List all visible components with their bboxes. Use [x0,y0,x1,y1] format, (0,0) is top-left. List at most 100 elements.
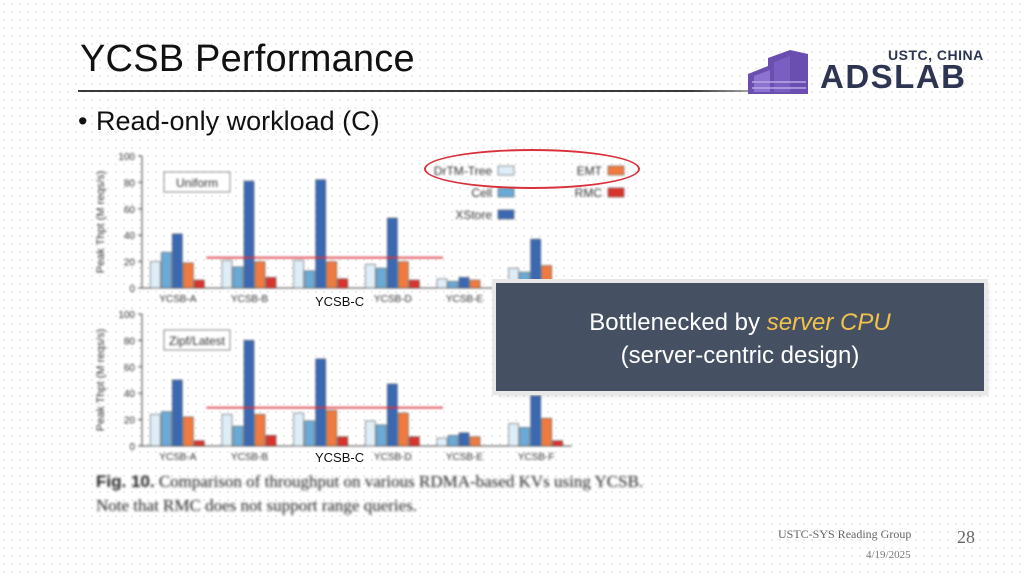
bar-cell-ycsb-a [161,252,172,289]
bar-emt-ycsb-e [469,436,481,447]
callout-highlight: server CPU [766,309,891,336]
bar-xstore-ycsb-d [387,217,398,289]
bar-drtm-tree-ycsb-d [365,420,376,447]
y-tick-label: 20 [124,258,136,269]
logo-main-text: ADSLAB [820,58,967,95]
bar-cell-ycsb-d [376,424,387,447]
y-tick-label: 40 [124,231,136,242]
bar-xstore-ycsb-d [387,383,398,447]
panel-label-box [163,171,231,193]
ycsb-c-label-top: YCSB-C [313,294,367,309]
bar-xstore-ycsb-f [530,395,541,447]
bar-cell-ycsb-d [376,267,387,289]
bullet-item: •Read-only workload (C) [78,106,380,137]
bar-emt-ycsb-a [183,262,194,289]
bar-rmc-ycsb-c [337,278,348,289]
x-tick-label: YCSB-F [518,452,555,463]
bar-xstore-ycsb-a [172,233,183,289]
y-tick-label: 40 [124,389,136,400]
x-tick-label: YCSB-A [159,452,197,463]
ycsb-c-label-bottom: YCSB-C [313,450,367,465]
bar-cell-ycsb-b [232,266,244,289]
bar-cell-ycsb-c [304,270,315,289]
callout-line-1: Bottlenecked by server CPU [496,306,984,339]
x-tick-label: YCSB-E [446,294,484,305]
bar-emt-ycsb-e [469,279,481,289]
bar-cell-ycsb-b [232,425,244,447]
callout-line-2: (server-centric design) [620,342,860,369]
bar-emt-ycsb-c [326,410,337,447]
callout-prefix: Bottlenecked by [589,309,767,336]
bar-drtm-tree-ycsb-f [508,423,519,447]
logo-top-text: USTC, CHINA [888,47,984,63]
legend-swatch-cell [497,187,515,198]
x-tick-label: YCSB-E [446,452,484,463]
footer-group: USTC-SYS Reading Group [778,527,912,541]
bar-drtm-tree-ycsb-e [436,278,448,289]
bar-cell-ycsb-e [447,281,459,289]
panel-label-box [163,329,231,351]
bar-drtm-tree-ycsb-b [221,414,233,447]
legend-highlight-oval [424,149,640,189]
bar-rmc-ycsb-b [265,277,277,289]
bar-xstore-ycsb-c [315,358,326,447]
x-tick-label: YCSB-D [374,294,412,305]
legend-label: XStore [455,208,492,222]
legend-label: Cell [471,186,492,200]
y-tick-label: 100 [118,152,135,163]
bar-drtm-tree-ycsb-a [150,261,161,289]
bar-xstore-ycsb-b [243,340,255,447]
bar-rmc-ycsb-f [552,440,563,447]
bar-rmc-ycsb-b [265,435,277,447]
y-tick-label: 60 [124,205,136,216]
y-tick-label: 60 [124,363,136,374]
bar-cell-ycsb-f [519,427,530,447]
y-tick-label: 20 [124,416,136,427]
footer-date: 4/19/2025 [866,549,911,561]
y-tick-label: 80 [124,336,136,347]
bar-emt-ycsb-a [183,416,194,447]
y-tick-label: 0 [129,442,135,453]
legend-swatch-rmc [607,187,625,198]
bar-drtm-tree-ycsb-d [365,263,376,289]
bar-emt-ycsb-f [541,417,552,447]
bar-cell-ycsb-e [447,435,459,447]
bar-cell-ycsb-c [304,420,315,447]
slide-title: YCSB Performance [80,38,415,80]
bullet-dot-icon: • [78,106,88,136]
bar-xstore-ycsb-e [458,432,470,447]
x-tick-label: YCSB-A [159,294,197,305]
bar-xstore-ycsb-a [172,379,183,447]
legend-swatch-xstore [497,209,515,220]
bar-drtm-tree-ycsb-c [293,259,304,289]
figure-caption: Fig. 10. Comparison of throughput on var… [96,470,656,518]
bar-rmc-ycsb-d [409,279,420,289]
y-tick-label: 80 [124,178,136,189]
bar-rmc-ycsb-c [337,436,348,447]
legend-label: RMC [575,186,603,200]
panel-label: Uniform [176,176,218,190]
page-number: 28 [957,527,975,547]
adslab-logo [748,50,808,94]
title-divider [78,90,800,92]
bar-emt-ycsb-b [254,414,266,447]
bar-xstore-ycsb-b [243,180,255,289]
bar-emt-ycsb-c [326,261,337,289]
bar-drtm-tree-ycsb-c [293,412,304,447]
caption-fig-number: Fig. 10. [96,472,155,491]
bar-emt-ycsb-d [398,412,409,447]
bar-rmc-ycsb-a [194,440,205,447]
caption-text: Comparison of throughput on various RDMA… [96,472,644,515]
x-tick-label: YCSB-B [231,452,269,463]
bar-emt-ycsb-d [398,261,409,289]
x-tick-label: YCSB-B [231,294,269,305]
bar-rmc-ycsb-d [409,436,420,447]
callout-box: Bottlenecked by server CPU (server-centr… [496,283,984,391]
y-tick-label: 0 [129,284,135,295]
bar-emt-ycsb-b [254,261,266,289]
bar-drtm-tree-ycsb-b [221,259,233,289]
bar-xstore-ycsb-e [458,277,470,289]
bar-drtm-tree-ycsb-a [150,414,161,447]
bar-xstore-ycsb-c [315,179,326,289]
bar-cell-ycsb-a [161,411,172,447]
